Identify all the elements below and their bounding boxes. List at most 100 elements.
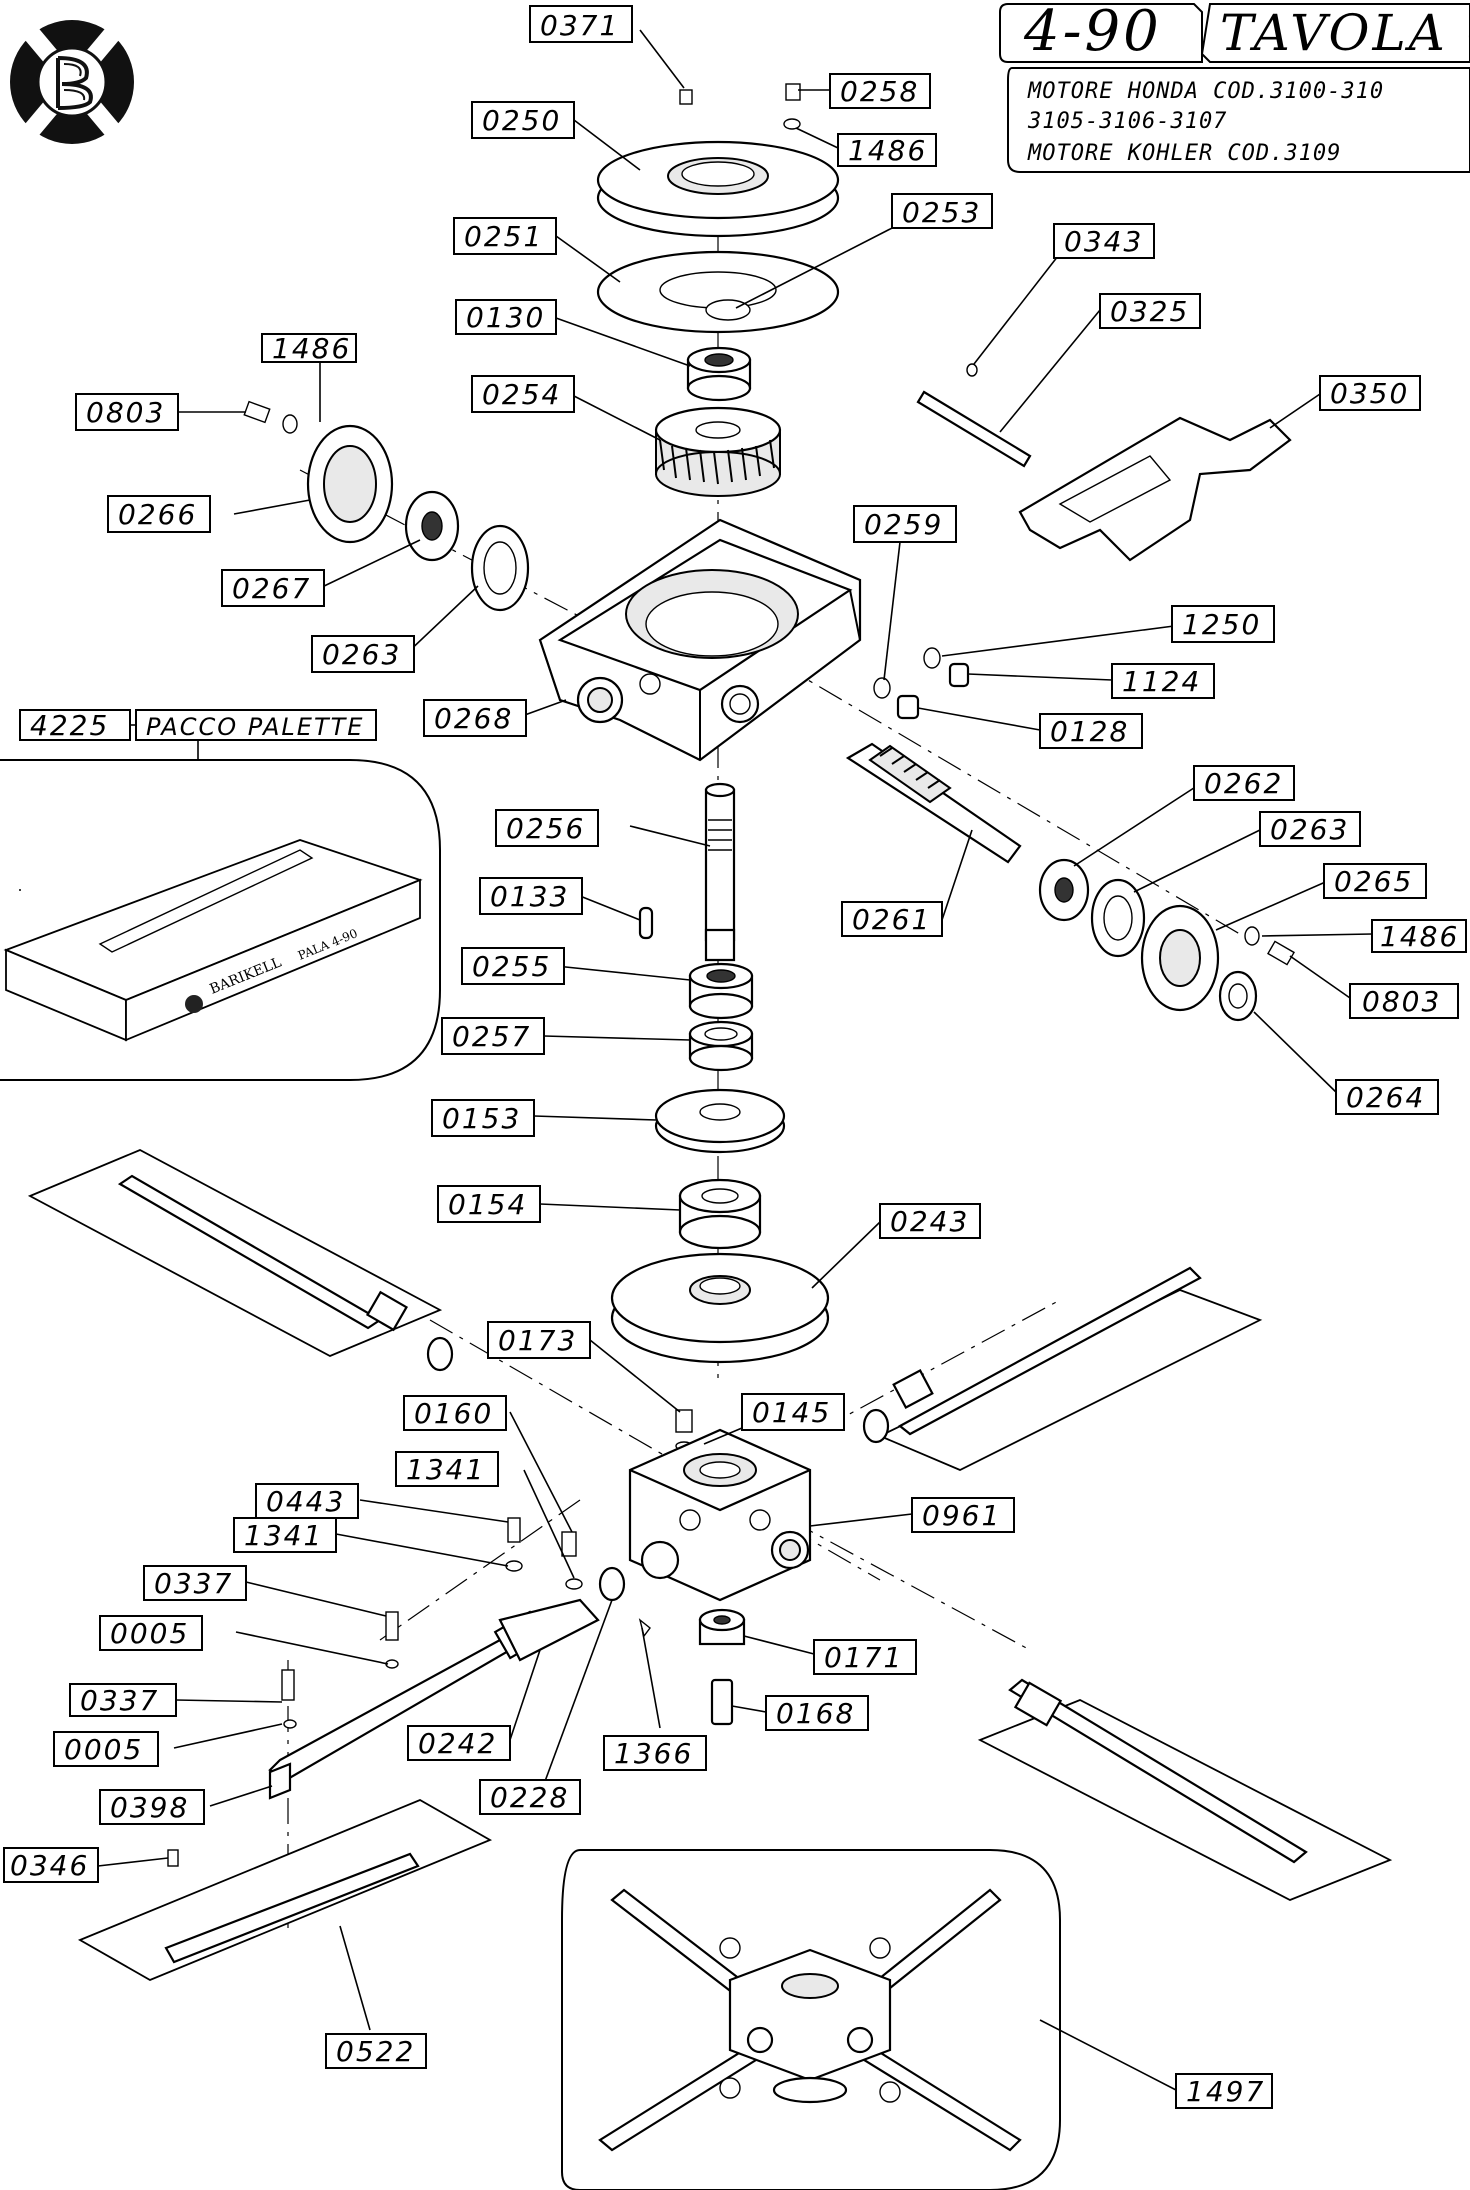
svg-text:0130: 0130 [466, 301, 545, 334]
clamp-0242 [498, 1598, 600, 1662]
label-0257: 0257 [441, 1017, 545, 1055]
svg-text:0803: 0803 [86, 396, 165, 429]
blade-kit-inset: BARIKELL PALA 4-90 [0, 759, 441, 1081]
label-0154: 0154 [437, 1185, 541, 1223]
lever-0350 [1018, 416, 1292, 562]
svg-text:0153: 0153 [442, 1102, 521, 1135]
label-0168: 0168 [765, 1695, 869, 1731]
label-0267: 0267 [221, 569, 325, 607]
svg-text:0266: 0266 [118, 498, 197, 531]
svg-text:0251: 0251 [464, 220, 543, 253]
label-1124: 1124 [1111, 663, 1215, 699]
svg-text:0228: 0228 [490, 1781, 569, 1814]
bearing-0255 [688, 962, 754, 1020]
svg-text:0371: 0371 [540, 9, 619, 42]
label-0005-a: 0005 [99, 1615, 203, 1651]
worm-shaft-group [845, 742, 1295, 1022]
svg-text:0961: 0961 [922, 1499, 1001, 1532]
blade-arm-lower-right [977, 1678, 1393, 1901]
washer-1250 [923, 647, 941, 669]
svg-text:0255: 0255 [472, 950, 551, 983]
label-0242: 0242 [407, 1725, 511, 1761]
gasket-0251 [596, 250, 840, 334]
label-0254: 0254 [471, 375, 575, 413]
shaft-0256 [704, 782, 736, 962]
screw-0173 [675, 1409, 693, 1433]
gasket-0263-left [470, 524, 530, 612]
engine-line-3: MOTORE KOHLER COD.3109 [1027, 141, 1341, 166]
nut-0171 [698, 1608, 746, 1646]
label-0130: 0130 [455, 299, 557, 335]
svg-text:0133: 0133 [490, 880, 569, 913]
label-0337-b: 0337 [69, 1683, 177, 1717]
screw-0371 [679, 89, 693, 105]
cover-0250 [596, 140, 840, 238]
svg-text:0263: 0263 [322, 638, 401, 671]
label-0346: 0346 [3, 1847, 99, 1883]
label-0228: 0228 [479, 1779, 581, 1815]
svg-text:0337: 0337 [154, 1567, 233, 1600]
flange-0266 [306, 424, 394, 544]
table-title: TAVOLA C [1220, 4, 1470, 62]
label-0398: 0398 [99, 1789, 205, 1825]
svg-text:0337: 0337 [80, 1684, 159, 1717]
svg-text:1124: 1124 [1122, 665, 1201, 698]
key-0133 [638, 906, 654, 940]
bolt-0168 [710, 1678, 734, 1726]
label-1366: 1366 [603, 1735, 707, 1771]
svg-text:0267: 0267 [232, 572, 311, 605]
label-1486-c: 1486 [1371, 919, 1467, 953]
label-0337-a: 0337 [143, 1565, 247, 1601]
blade-arm-upper-left [27, 1149, 454, 1372]
svg-text:0803: 0803 [1362, 985, 1441, 1018]
screw-0337-b [281, 1669, 295, 1701]
svg-text:0264: 0264 [1346, 1081, 1425, 1114]
label-1341-a: 1341 [395, 1451, 499, 1487]
bushing-0154 [678, 1178, 762, 1250]
svg-text:1486: 1486 [848, 134, 927, 167]
label-0264: 0264 [1335, 1079, 1439, 1115]
label-1250: 1250 [1171, 605, 1275, 643]
label-0961: 0961 [911, 1497, 1015, 1533]
svg-text:0154: 0154 [448, 1188, 527, 1221]
svg-text:0145: 0145 [752, 1396, 831, 1429]
washer-1486-left [282, 414, 298, 434]
svg-text:0258: 0258 [840, 75, 919, 108]
label-0253: 0253 [891, 193, 993, 229]
svg-text:1341: 1341 [406, 1453, 485, 1486]
bearing-0130 [686, 346, 752, 402]
svg-text:0256: 0256 [506, 812, 585, 845]
washer-0259 [873, 677, 891, 699]
hub-detail-inset [561, 1849, 1061, 2190]
label-0803-a: 0803 [75, 393, 179, 431]
label-0251: 0251 [453, 217, 557, 255]
screw-0346 [167, 1849, 179, 1867]
svg-text:0171: 0171 [824, 1641, 903, 1674]
svg-text:1497: 1497 [1186, 2075, 1265, 2108]
label-1486-b: 1486 [261, 332, 357, 365]
screw-0443 [507, 1517, 521, 1543]
plug-0128 [896, 694, 920, 720]
flange-0265 [1140, 904, 1220, 1012]
label-0160: 0160 [403, 1395, 507, 1431]
label-0259: 0259 [853, 505, 957, 543]
svg-text:0343: 0343 [1064, 225, 1143, 258]
ring-0228 [598, 1566, 626, 1602]
svg-text:1486: 1486 [1380, 920, 1459, 953]
worm-shaft-0261 [845, 742, 1022, 864]
bearing-0257 [688, 1020, 754, 1072]
label-0153: 0153 [431, 1099, 535, 1137]
washer-0005-b [283, 1719, 297, 1729]
grease-1366 [638, 1618, 651, 1638]
svg-text:0257: 0257 [452, 1020, 531, 1053]
leader-lines [97, 29, 1373, 2091]
svg-text:0254: 0254 [482, 378, 561, 411]
blade-arm-lower-left [77, 1610, 547, 1981]
svg-text:0346: 0346 [10, 1849, 89, 1882]
bearing-0267 [404, 490, 460, 562]
circlip-0253 [705, 299, 751, 321]
label-0128: 0128 [1039, 713, 1143, 749]
svg-text:0160: 0160 [414, 1397, 493, 1430]
screw-0258 [785, 83, 801, 101]
